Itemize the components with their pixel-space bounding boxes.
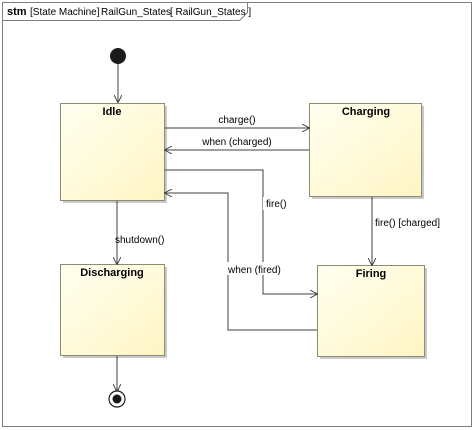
label-idle-to-firing: fire() <box>266 199 287 210</box>
diagram-frame <box>2 2 472 427</box>
frame-keyword: stm <box>7 6 27 18</box>
final-node[interactable] <box>108 390 126 408</box>
edge-idle-to-firing[interactable] <box>165 169 317 294</box>
state-firing-name: Firing <box>356 268 387 280</box>
state-charging-box <box>309 103 422 197</box>
state-charging[interactable]: Charging <box>309 103 425 200</box>
initial-node[interactable] <box>110 48 126 64</box>
state-idle-name: Idle <box>103 106 122 118</box>
state-firing-box <box>317 265 425 357</box>
label-firing-to-idle-bg <box>226 262 282 275</box>
state-charging-name: Charging <box>342 106 390 118</box>
label-charging-to-firing: fire() [charged] <box>375 218 440 229</box>
state-idle[interactable]: Idle <box>60 103 168 204</box>
label-firing-to-idle: when (fired) <box>227 265 281 276</box>
frame-kind: [State Machine] <box>30 7 100 18</box>
label-charging-to-idle: when (charged) <box>201 137 271 148</box>
edge-firing-to-idle[interactable] <box>165 193 317 331</box>
state-firing[interactable]: Firing <box>317 265 428 360</box>
label-idle-to-discharging: shutdown() <box>115 235 164 246</box>
frame-name: RailGun_States <box>101 7 171 18</box>
label-idle-to-firing-bg <box>263 197 289 210</box>
state-discharging-name: Discharging <box>80 267 144 279</box>
state-discharging-box <box>60 264 165 356</box>
final-node-dot <box>112 394 122 404</box>
frame-name-bracket: [ RailGun_States ] <box>170 7 251 18</box>
state-idle-box <box>60 103 165 201</box>
label-idle-to-charging: charge() <box>218 115 255 126</box>
state-discharging[interactable]: Discharging <box>60 264 168 359</box>
frame-name-tab <box>2 2 248 21</box>
